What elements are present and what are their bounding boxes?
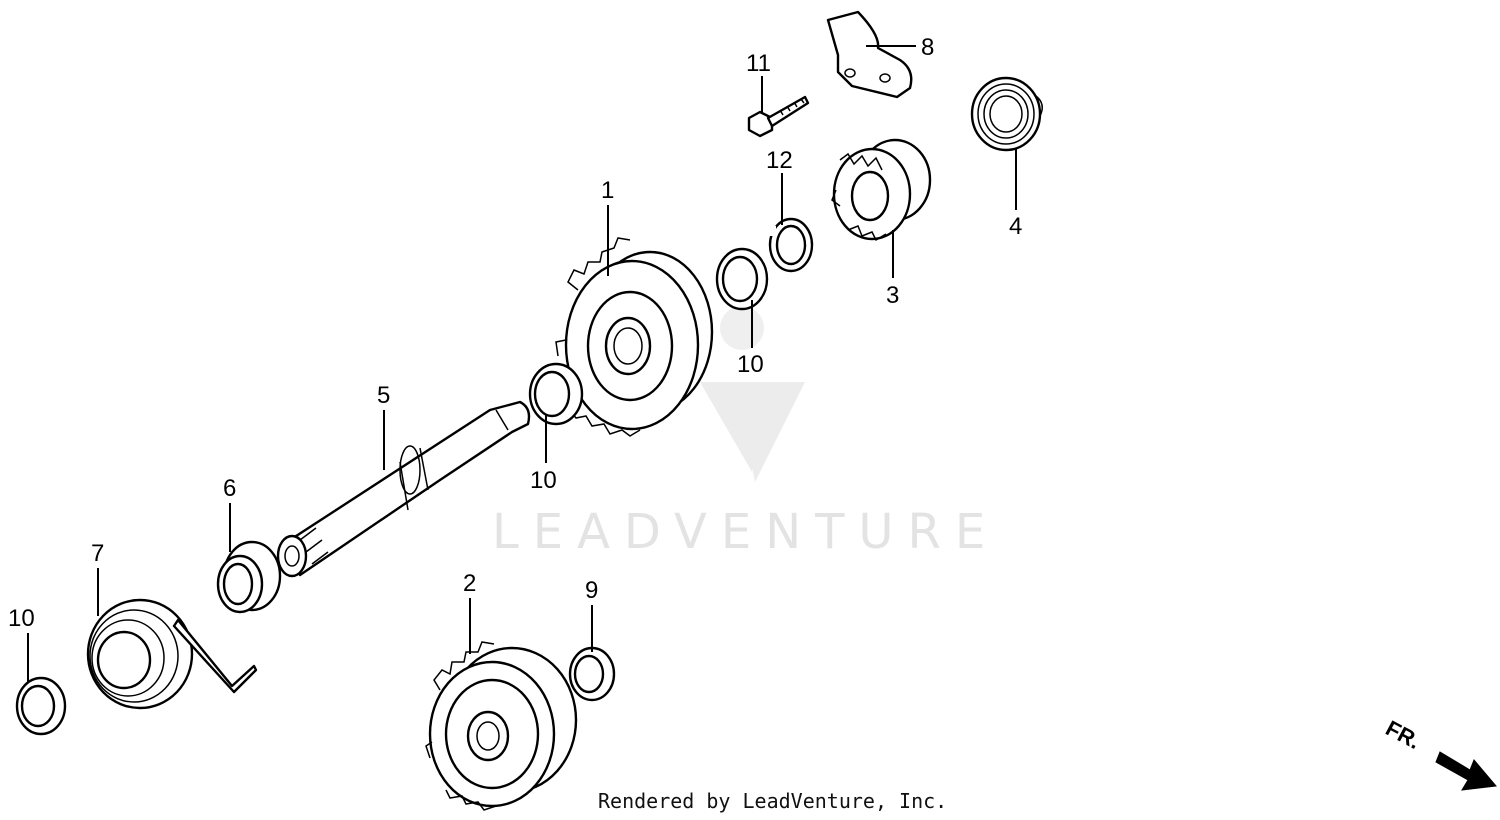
part-8-bracket — [826, 10, 913, 99]
part-6-collar — [216, 540, 282, 614]
callout-10-lower: 10 — [8, 605, 35, 632]
callout-5: 5 — [377, 382, 390, 409]
direction-label: FR. — [1382, 715, 1425, 754]
front-direction-indicator: FR. — [1382, 715, 1497, 791]
part-10-washer-lower — [15, 676, 67, 736]
part-12-circlip — [768, 217, 814, 273]
callout-6: 6 — [223, 475, 236, 502]
callout-1: 1 — [601, 177, 614, 204]
direction-arrow-icon — [1435, 751, 1497, 791]
part-1-gear — [555, 237, 714, 437]
callouts: 1 2 3 4 5 6 7 8 9 10 10 10 11 12 — [8, 34, 1022, 632]
part-4-spring — [970, 76, 1043, 152]
part-11-bolt — [747, 95, 810, 138]
callout-2: 2 — [463, 570, 476, 597]
callout-8: 8 — [921, 34, 934, 61]
callout-9: 9 — [585, 577, 598, 604]
callout-7: 7 — [91, 540, 104, 567]
callout-11: 11 — [746, 50, 771, 77]
watermark-text: LEADVENTURE — [492, 504, 999, 560]
part-10-washer-middle — [528, 362, 584, 426]
callout-4: 4 — [1009, 213, 1022, 240]
leader-lines — [27, 45, 1017, 682]
callout-3: 3 — [886, 282, 899, 309]
footer-credit: Rendered by LeadVenture, Inc. — [598, 789, 947, 813]
watermark-logo-icon — [700, 382, 805, 482]
callout-12: 12 — [766, 147, 793, 174]
part-7-spring — [86, 598, 258, 710]
callout-10-middle: 10 — [530, 467, 557, 494]
watermark: LEADVENTURE — [492, 306, 999, 560]
part-5-spindle — [276, 400, 531, 578]
part-10-washer-upper — [715, 247, 769, 311]
part-9-washer — [568, 646, 616, 702]
part-3-ratchet — [831, 138, 932, 242]
part-2-gear — [425, 641, 578, 811]
callout-10-upper: 10 — [737, 351, 764, 378]
